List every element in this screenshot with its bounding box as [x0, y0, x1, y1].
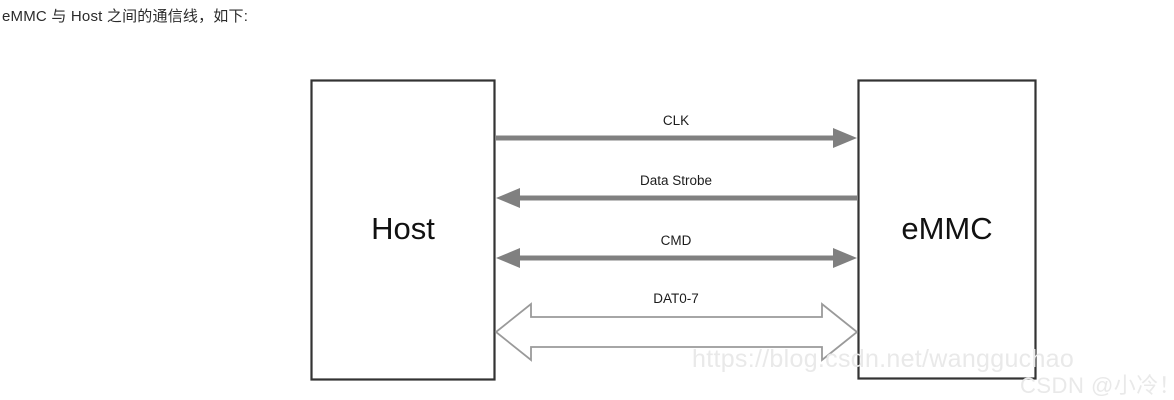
emmc-box: [857, 79, 1037, 380]
data-strobe-label: Data Strobe: [640, 173, 712, 188]
clk-arrowhead-right: [833, 128, 857, 148]
signal-clk: CLK: [496, 113, 857, 148]
host-box: [310, 79, 496, 381]
clk-label: CLK: [663, 113, 689, 128]
signal-cmd: CMD: [496, 233, 857, 268]
page-caption: eMMC 与 Host 之间的通信线，如下:: [2, 8, 249, 25]
dat0-7-hollow-arrow: [494, 302, 859, 362]
cmd-label: CMD: [661, 233, 692, 248]
cmd-arrowhead-right: [833, 248, 857, 268]
signal-data-strobe: Data Strobe: [496, 173, 857, 208]
node-host: Host: [310, 79, 496, 381]
dat0-7-label: DAT0-7: [653, 291, 699, 306]
data-strobe-arrowhead-left: [496, 188, 520, 208]
node-emmc: eMMC: [857, 79, 1037, 380]
host-label: Host: [371, 211, 435, 246]
signal-dat0-7: DAT0-7: [494, 291, 859, 362]
emmc-label: eMMC: [901, 211, 992, 246]
cmd-arrowhead-left: [496, 248, 520, 268]
